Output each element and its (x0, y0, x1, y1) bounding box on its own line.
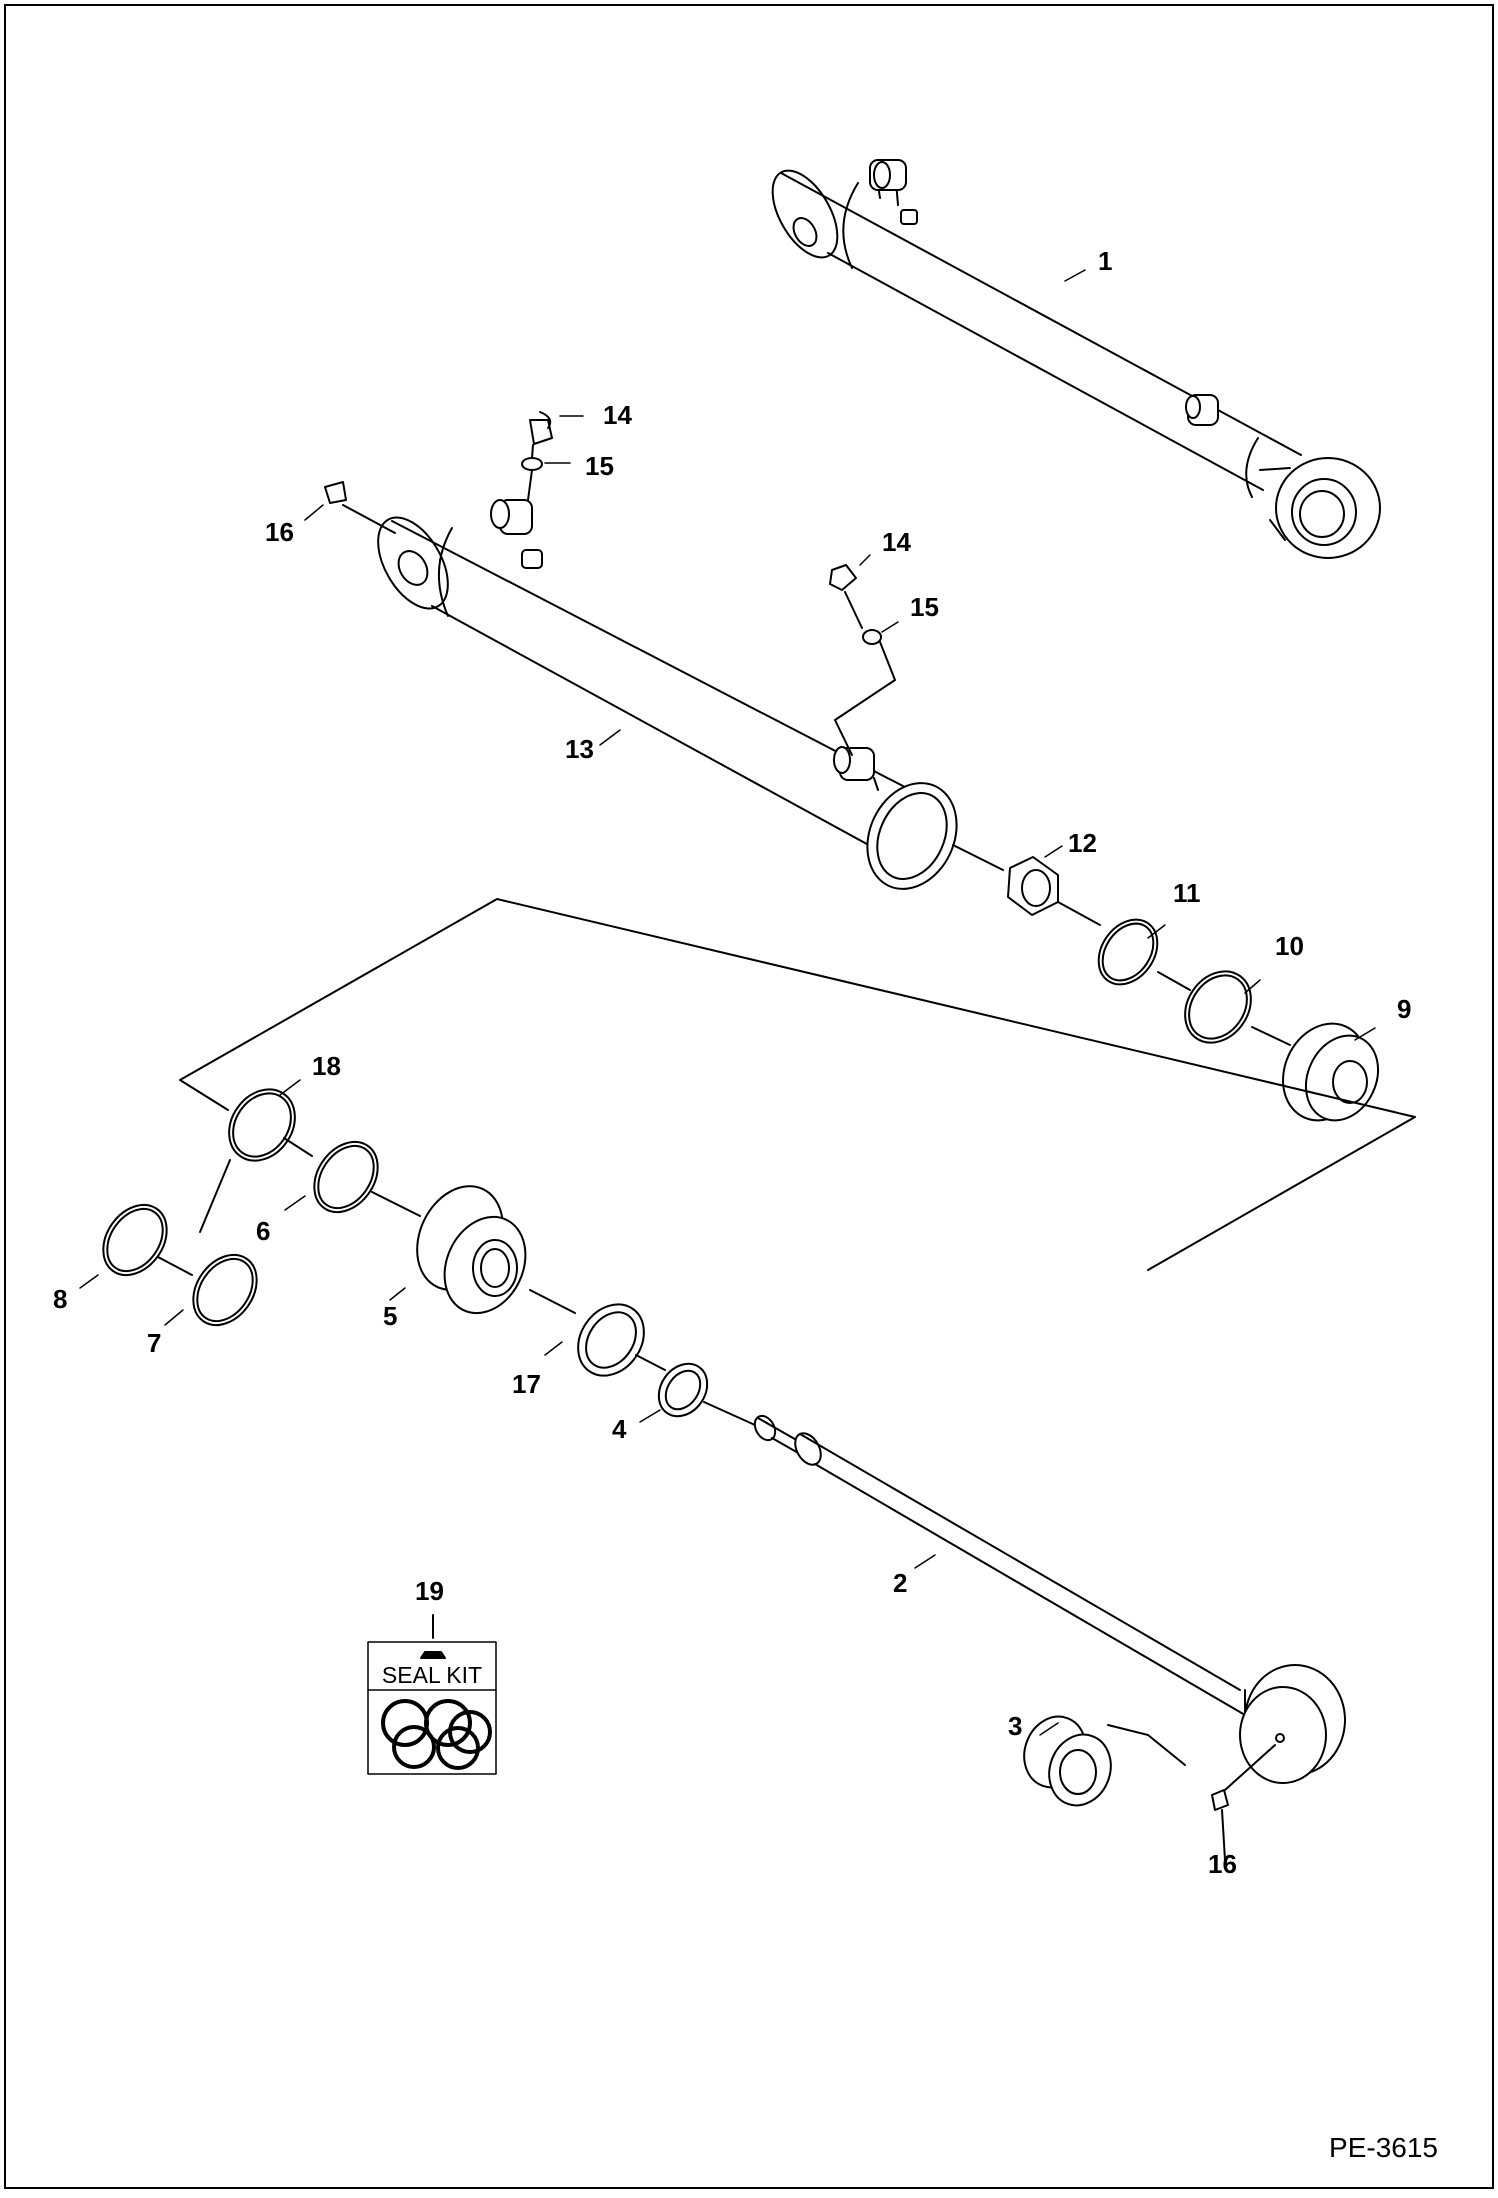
callout-8: 8 (53, 1284, 67, 1314)
seal-kit (367, 1614, 497, 1775)
cylinder-barrel (377, 499, 958, 890)
callout-14a: 14 (603, 400, 632, 430)
callout-19: 19 (415, 1576, 444, 1606)
bushing (1023, 1715, 1276, 1861)
callout-15a: 15 (585, 451, 614, 481)
callout-18: 18 (312, 1051, 341, 1081)
piston-rod (753, 1414, 1346, 1784)
callout-4: 4 (612, 1414, 627, 1444)
piston-seals (102, 1088, 421, 1327)
callout-11: 11 (1173, 878, 1201, 908)
page-border (4, 4, 1494, 2189)
callout-13: 13 (565, 734, 594, 764)
callout-7: 7 (147, 1328, 161, 1358)
assembled-cylinder (771, 159, 1381, 559)
assembly-outline (179, 898, 1416, 1271)
callout-10: 10 (1275, 931, 1304, 961)
seal-kit-label: SEAL KIT (382, 1662, 482, 1688)
callout-9: 9 (1397, 994, 1411, 1024)
callout-15b: 15 (910, 592, 939, 622)
callout-16b: 16 (1208, 1849, 1237, 1879)
callout-5: 5 (383, 1301, 397, 1331)
drawing-number: PE-3615 (1329, 2132, 1438, 2163)
callout-14b: 14 (882, 527, 911, 557)
callout-12: 12 (1068, 828, 1097, 858)
gland-parts (952, 844, 1379, 1122)
callout-17: 17 (512, 1369, 541, 1399)
callout-1: 1 (1098, 246, 1112, 276)
piston (416, 1185, 756, 1426)
callout-16a: 16 (265, 517, 294, 547)
leader-lines (79, 269, 1376, 1736)
callout-6: 6 (256, 1216, 270, 1246)
plug-fittings (324, 411, 896, 756)
callout-2: 2 (893, 1568, 907, 1598)
callout-3: 3 (1008, 1711, 1022, 1741)
